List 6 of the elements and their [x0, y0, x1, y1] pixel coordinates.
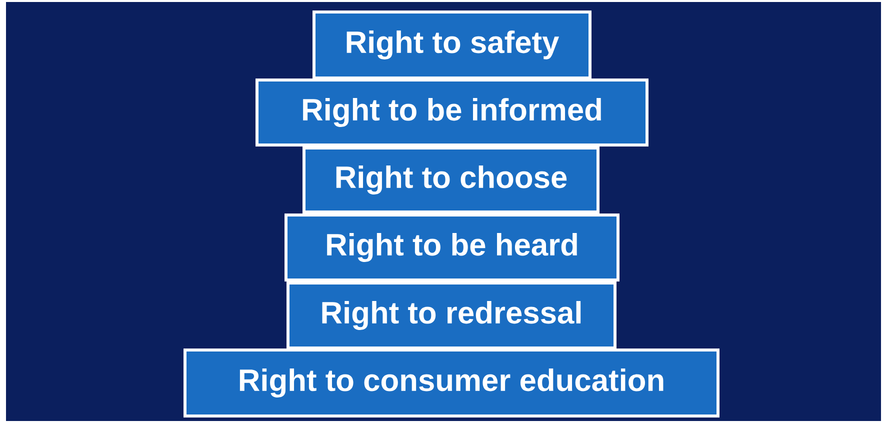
right-box: Right to be informed — [256, 78, 648, 146]
right-box: Right to choose — [302, 146, 600, 214]
right-box: Right to safety — [312, 10, 592, 80]
right-box: Right to be heard — [284, 214, 620, 282]
right-box: Right to consumer education — [184, 348, 720, 418]
right-box: Right to redressal — [286, 282, 616, 350]
